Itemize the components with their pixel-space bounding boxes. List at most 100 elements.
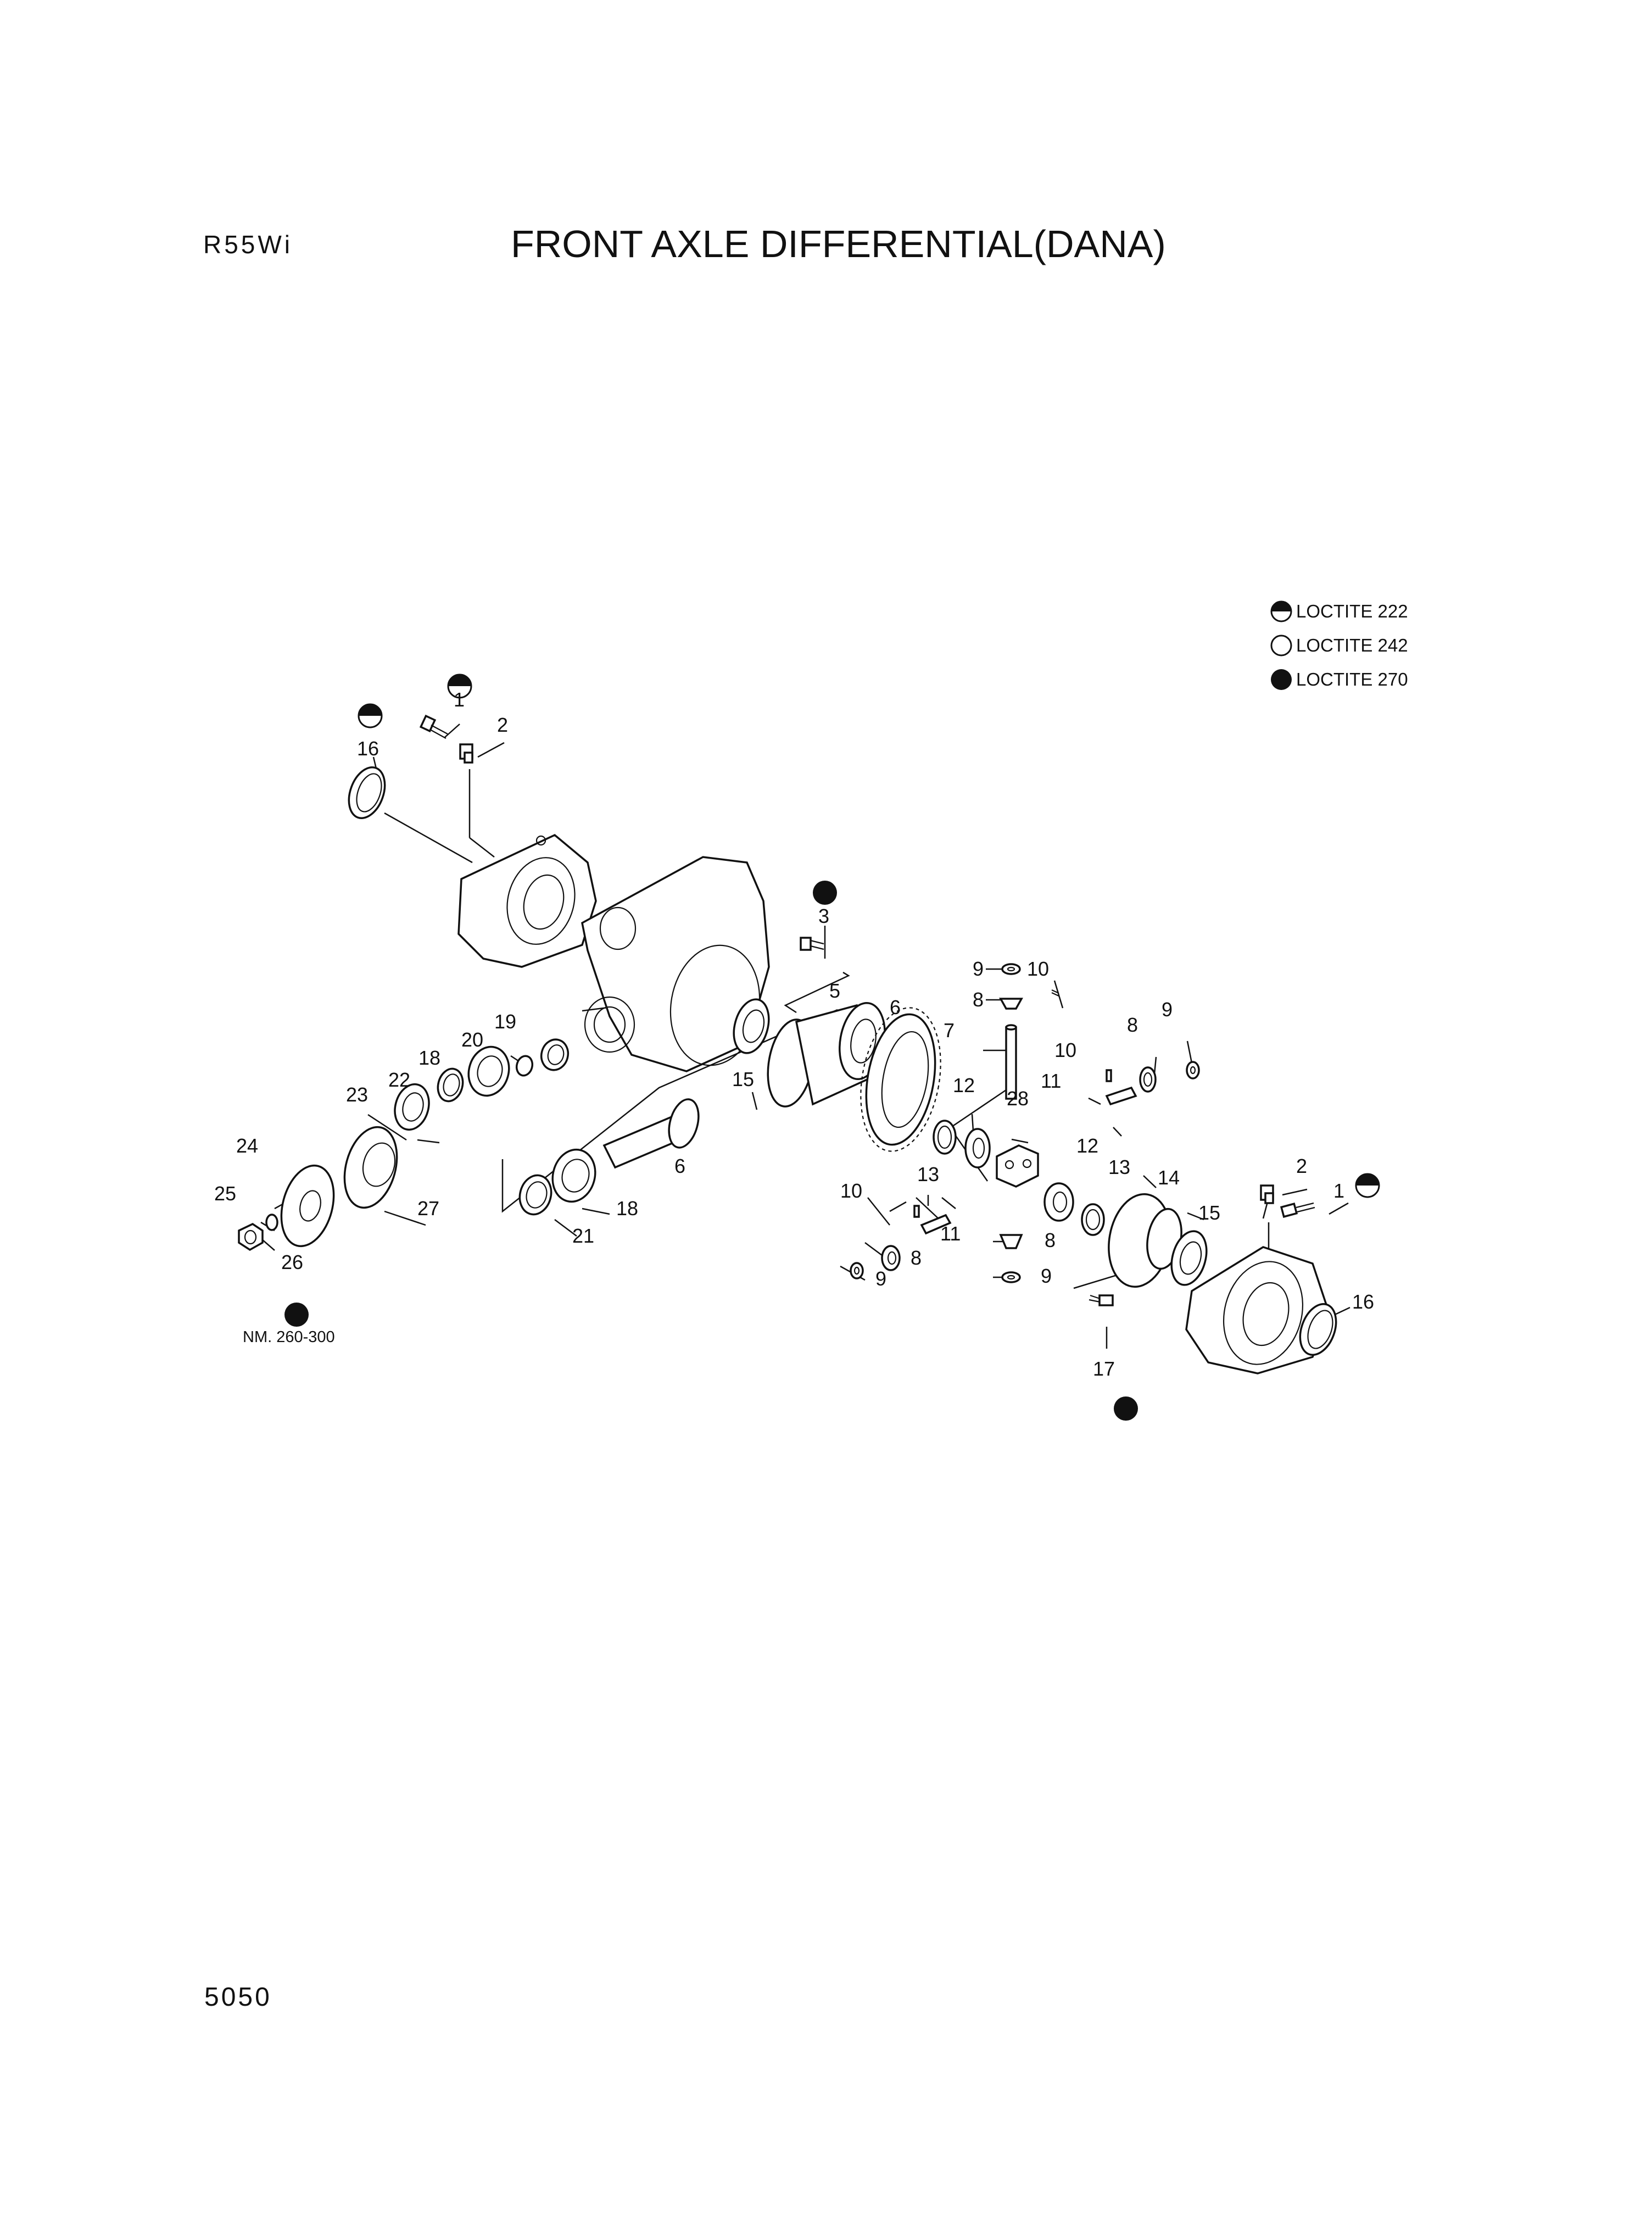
callout-25: 25 <box>214 1182 236 1205</box>
callout-24: 24 <box>236 1134 258 1157</box>
side-gear-part <box>881 1245 901 1271</box>
differential-spider-part <box>996 1144 1039 1188</box>
thrust-washer-part <box>1001 963 1021 975</box>
axle-housing <box>581 856 770 1072</box>
bolt-part <box>1089 1294 1114 1306</box>
bearing-part <box>467 1045 510 1097</box>
callout-9: 9 <box>1162 998 1173 1021</box>
legend-row-loctite-270: LOCTITE 270 <box>1270 663 1408 697</box>
pin-part <box>913 1205 920 1218</box>
page-title: FRONT AXLE DIFFERENTIAL(DANA) <box>511 222 1166 265</box>
callout-11: 11 <box>1041 1070 1061 1092</box>
lock-clip-part <box>1260 1184 1274 1204</box>
callout-27: 27 <box>417 1197 439 1220</box>
callout-19: 19 <box>494 1010 516 1033</box>
callout-12: 12 <box>953 1074 975 1097</box>
callout-8: 8 <box>911 1247 922 1269</box>
callout-14: 14 <box>1158 1166 1180 1189</box>
callout-8: 8 <box>1127 1014 1138 1036</box>
thrust-washer-part <box>850 1262 864 1279</box>
callout-18: 18 <box>418 1047 440 1069</box>
bolt-part <box>419 714 448 739</box>
callout-9: 9 <box>1041 1265 1052 1287</box>
callout-13: 13 <box>1108 1156 1130 1178</box>
callout-1: 1 <box>1333 1179 1344 1202</box>
callout-23: 23 <box>346 1083 368 1106</box>
loctite-270-marker <box>813 881 837 905</box>
spacer-ring-part <box>437 1067 464 1103</box>
thrust-washer-part <box>933 1120 957 1155</box>
callout-3: 3 <box>818 905 829 927</box>
callout-15: 15 <box>732 1068 754 1090</box>
callout-26: 26 <box>281 1251 303 1273</box>
callout-6: 6 <box>674 1155 685 1177</box>
callout-5: 5 <box>829 980 840 1002</box>
pin-part <box>1106 1069 1112 1082</box>
callout-28: 28 <box>1007 1087 1029 1110</box>
seal-ring-part <box>394 1083 430 1131</box>
half-filled-circle-icon <box>1270 600 1292 622</box>
side-gear-part <box>964 1128 991 1168</box>
callout-1: 1 <box>454 688 465 711</box>
bolt-part <box>1280 1202 1315 1218</box>
legend-row-loctite-222: LOCTITE 222 <box>1270 594 1408 628</box>
callout-9: 9 <box>875 1267 886 1290</box>
legend-label: LOCTITE 270 <box>1296 669 1408 689</box>
callout-8: 8 <box>973 988 984 1011</box>
loctite-270-marker <box>1114 1396 1138 1421</box>
side-gear-part <box>1043 1182 1074 1222</box>
page-number: 5050 <box>204 1983 272 2012</box>
loctite-222-marker <box>447 674 472 699</box>
bearing-ring-part <box>348 766 386 820</box>
loctite-222-marker <box>1355 1173 1380 1198</box>
callout-17: 17 <box>1093 1357 1115 1380</box>
companion-flange-part <box>280 1164 335 1248</box>
lock-clip-part <box>459 743 473 764</box>
thrust-washer-part <box>1186 1061 1200 1079</box>
bearing-ring-part <box>1299 1303 1337 1356</box>
empty-circle-icon <box>1270 635 1292 656</box>
loctite-legend: LOCTITE 222 LOCTITE 242 LOCTITE 270 <box>1270 594 1408 697</box>
callout-6: 6 <box>890 996 901 1019</box>
torque-note: NM. 260-300 <box>243 1328 335 1346</box>
callout-2: 2 <box>1296 1155 1307 1177</box>
pin-part <box>1051 989 1059 997</box>
cross-shaft-part <box>920 1214 952 1235</box>
model-code: R55Wi <box>203 230 293 259</box>
callout-21: 21 <box>572 1225 594 1247</box>
loctite-222-marker <box>358 703 383 728</box>
pinion-gear-part <box>602 1098 700 1169</box>
side-gear-part <box>999 998 1023 1010</box>
washer-part <box>265 1214 278 1231</box>
callout-20: 20 <box>461 1028 483 1051</box>
legend-label: LOCTITE 242 <box>1296 635 1408 655</box>
side-gear-part <box>999 1234 1023 1249</box>
spacer-ring-part <box>518 1174 552 1216</box>
callout-8: 8 <box>1045 1229 1056 1251</box>
thrust-washer-part <box>1001 1271 1021 1283</box>
callout-10: 10 <box>1054 1039 1076 1061</box>
callout-11: 11 <box>940 1222 961 1245</box>
callout-22: 22 <box>388 1069 410 1091</box>
pinion-shaft-part <box>1005 1024 1017 1100</box>
cross-shaft-part <box>1105 1086 1137 1106</box>
loctite-270-marker <box>284 1303 309 1327</box>
callout-18: 18 <box>616 1197 638 1220</box>
callout-7: 7 <box>944 1019 955 1042</box>
side-gear-part <box>1139 1066 1157 1093</box>
thrust-washer-part <box>1081 1203 1105 1236</box>
ring-gear-part <box>860 1007 941 1152</box>
callout-9: 9 <box>973 958 984 980</box>
bearing-part <box>1170 1230 1208 1286</box>
bolt-part <box>800 937 824 951</box>
bearing-part <box>733 998 770 1054</box>
o-ring-part <box>515 1055 534 1077</box>
callout-16: 16 <box>357 737 379 760</box>
callout-13: 13 <box>917 1163 939 1186</box>
callout-10: 10 <box>840 1179 862 1202</box>
right-carrier-housing <box>1185 1246 1330 1375</box>
callout-2: 2 <box>497 714 508 736</box>
callout-12: 12 <box>1076 1134 1098 1157</box>
flange-nut-part <box>238 1222 264 1251</box>
